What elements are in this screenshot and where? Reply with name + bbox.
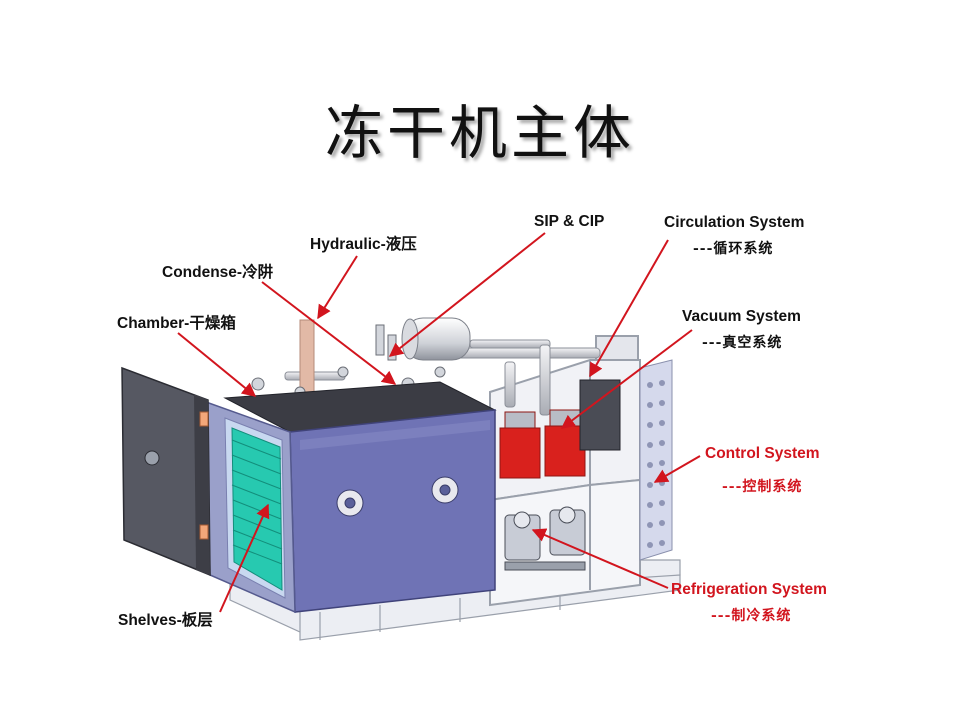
label-sip-cip: SIP & CIP xyxy=(534,213,605,230)
callout-arrows xyxy=(177,232,701,613)
label-chamber: Chamber-干燥箱 xyxy=(117,315,236,332)
label-refrigeration-cn: ---制冷系统 xyxy=(711,608,792,624)
arrow-vacuum xyxy=(560,329,693,429)
chamber-door xyxy=(121,366,211,577)
arrow-control xyxy=(653,455,701,483)
refrigeration-compressors xyxy=(504,506,586,571)
label-hydraulic: Hydraulic-液压 xyxy=(310,236,417,253)
arrow-hydraulic xyxy=(317,255,358,320)
label-vacuum-cn: ---真空系统 xyxy=(702,335,783,351)
arrow-condense xyxy=(261,281,397,385)
chamber-face-highlight xyxy=(300,420,490,450)
arrow-shelves xyxy=(219,503,270,613)
label-shelves: Shelves-板层 xyxy=(118,612,213,629)
condenser-box xyxy=(579,379,621,451)
label-vacuum: Vacuum System xyxy=(682,308,801,325)
label-control: Control System xyxy=(705,445,820,462)
label-circulation: Circulation System xyxy=(664,214,805,231)
view-port xyxy=(336,476,459,517)
door-hinges xyxy=(199,411,209,540)
label-control-cn: ---控制系统 xyxy=(722,479,803,495)
shelves xyxy=(231,427,283,591)
label-refrigeration: Refrigeration System xyxy=(671,581,827,598)
arrow-sip-cip xyxy=(388,232,546,357)
arrow-chamber xyxy=(177,332,257,397)
label-condense: Condense-冷阱 xyxy=(162,264,274,281)
label-circulation-cn: ---循环系统 xyxy=(693,241,774,257)
arrow-refrigeration xyxy=(531,528,669,589)
arrow-circulation xyxy=(589,239,669,378)
page-title: 冻干机主体 xyxy=(324,99,635,167)
control-panel xyxy=(639,359,673,561)
